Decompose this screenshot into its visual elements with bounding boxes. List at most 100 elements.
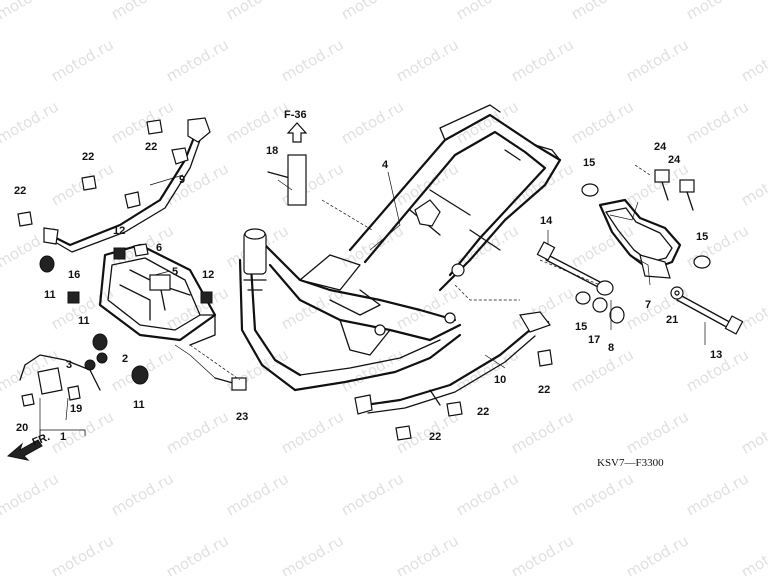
watermark-text: motod.ru (623, 407, 692, 457)
watermark-text: motod.ru (48, 159, 117, 209)
callout-22e: 22 (477, 406, 489, 418)
watermark-text: motod.ru (738, 283, 768, 333)
callout-6: 6 (156, 242, 162, 254)
callout-24a: 24 (654, 141, 667, 153)
watermark-text: motod.ru (0, 283, 2, 333)
watermark-text: motod.ru (568, 97, 637, 147)
reference-f36: F-36 (284, 109, 308, 143)
up-arrow-icon (286, 122, 308, 143)
watermark-text: motod.ru (163, 407, 232, 457)
watermark-text: motod.ru (223, 97, 292, 147)
watermark-text: motod.ru (223, 469, 292, 519)
watermark-text: motod.ru (508, 531, 577, 576)
watermark-text: motod.ru (108, 469, 177, 519)
callout-20: 20 (16, 422, 28, 434)
callout-22f: 22 (429, 431, 441, 443)
watermark-text: motod.ru (48, 407, 117, 457)
watermark-text: motod.ru (453, 469, 522, 519)
callouts: 1 2 3 4 5 6 7 8 9 10 11 11 11 12 12 13 1… (14, 141, 722, 443)
watermark-text: motod.ru (568, 345, 637, 395)
watermark-text: motod.ru (393, 283, 462, 333)
watermark-text: motod.ru (393, 531, 462, 576)
watermark-text: motod.ru (278, 35, 347, 85)
callout-18: 18 (266, 145, 278, 157)
rear-lower-pipe (354, 311, 551, 415)
callout-23: 23 (236, 411, 248, 423)
watermark-text: motod.ru (278, 531, 347, 576)
watermark-text: motod.ru (393, 35, 462, 85)
watermark-text: motod.ru (568, 0, 637, 23)
watermark-text: motod.ru (738, 531, 768, 576)
watermark-text: motod.ru (683, 97, 752, 147)
watermark-text: motod.ru (683, 469, 752, 519)
watermark-text: motod.ru (738, 407, 768, 457)
front-bracket-assembly (98, 243, 217, 346)
front-direction: FR. (6, 431, 52, 461)
watermark-text: motod.ru (623, 531, 692, 576)
watermark-text: motod.ru (163, 531, 232, 576)
frame-body (238, 104, 562, 392)
watermark-text: motod.ru (338, 221, 407, 271)
callout-22b: 22 (14, 185, 26, 197)
callout-22d: 22 (538, 384, 550, 396)
callout-15c: 15 (575, 321, 587, 333)
watermark-text: motod.ru (0, 531, 2, 576)
front-label: FR. (31, 431, 52, 449)
watermark-text: motod.ru (508, 407, 577, 457)
watermark-text: motod.ru (108, 0, 177, 23)
watermark-text: motod.ru (453, 97, 522, 147)
watermark-text: motod.ru (338, 0, 407, 23)
callout-8: 8 (608, 342, 614, 354)
callout-12a: 12 (113, 225, 125, 237)
callout-7: 7 (645, 299, 651, 311)
callout-22a: 22 (82, 151, 94, 163)
watermark-text: motod.ru (48, 531, 117, 576)
callout-15a: 15 (583, 157, 595, 169)
watermark-text: motod.ru (278, 407, 347, 457)
callout-11c: 11 (133, 399, 145, 411)
callout-3: 3 (66, 359, 72, 371)
watermark-text: motod.ru (0, 97, 62, 147)
upper-front-bracket (43, 117, 211, 253)
watermark-text: motod.ru (508, 35, 577, 85)
reference-label: F-36 (284, 109, 307, 121)
callout-1: 1 (60, 431, 66, 443)
callout-2: 2 (122, 353, 128, 365)
callout-5: 5 (172, 266, 178, 278)
watermark-text: motod.ru (453, 0, 522, 23)
callout-24b: 24 (668, 154, 681, 166)
diagram-code: KSV7—F3300 (597, 457, 664, 469)
callout-10: 10 (494, 374, 506, 386)
watermark-text: motod.ru (683, 221, 752, 271)
watermark-text: motod.ru (0, 407, 2, 457)
callout-9: 9 (179, 174, 185, 186)
callout-16: 16 (68, 269, 80, 281)
callout-14: 14 (540, 215, 553, 227)
rear-bracket-assembly (598, 198, 682, 279)
watermark-text: motod.ru (0, 159, 2, 209)
callout-12b: 12 (202, 269, 214, 281)
watermark-text: motod.ru (0, 35, 2, 85)
watermark-text: motod.ru (0, 469, 62, 519)
watermark-text: motod.ru (223, 0, 292, 23)
callout-17: 17 (588, 334, 600, 346)
callout-1-brace (39, 429, 86, 436)
watermark-text: motod.ru (163, 35, 232, 85)
callout-4: 4 (382, 159, 389, 171)
leader-lines (39, 164, 706, 440)
watermark-text: motod.ru (338, 469, 407, 519)
watermark-text: motod.ru (0, 0, 62, 23)
watermark-text: motod.ru (453, 345, 522, 395)
callout-13: 13 (710, 349, 722, 361)
watermark-text: motod.ru (738, 159, 768, 209)
watermark-text: motod.ru (568, 469, 637, 519)
callout-15b: 15 (696, 231, 708, 243)
watermark-text: motod.ru (738, 35, 768, 85)
watermark-text: motod.ru (163, 159, 232, 209)
watermark-text: motod.ru (48, 35, 117, 85)
watermark-text: motod.ru (108, 97, 177, 147)
callout-11b: 11 (78, 315, 90, 327)
